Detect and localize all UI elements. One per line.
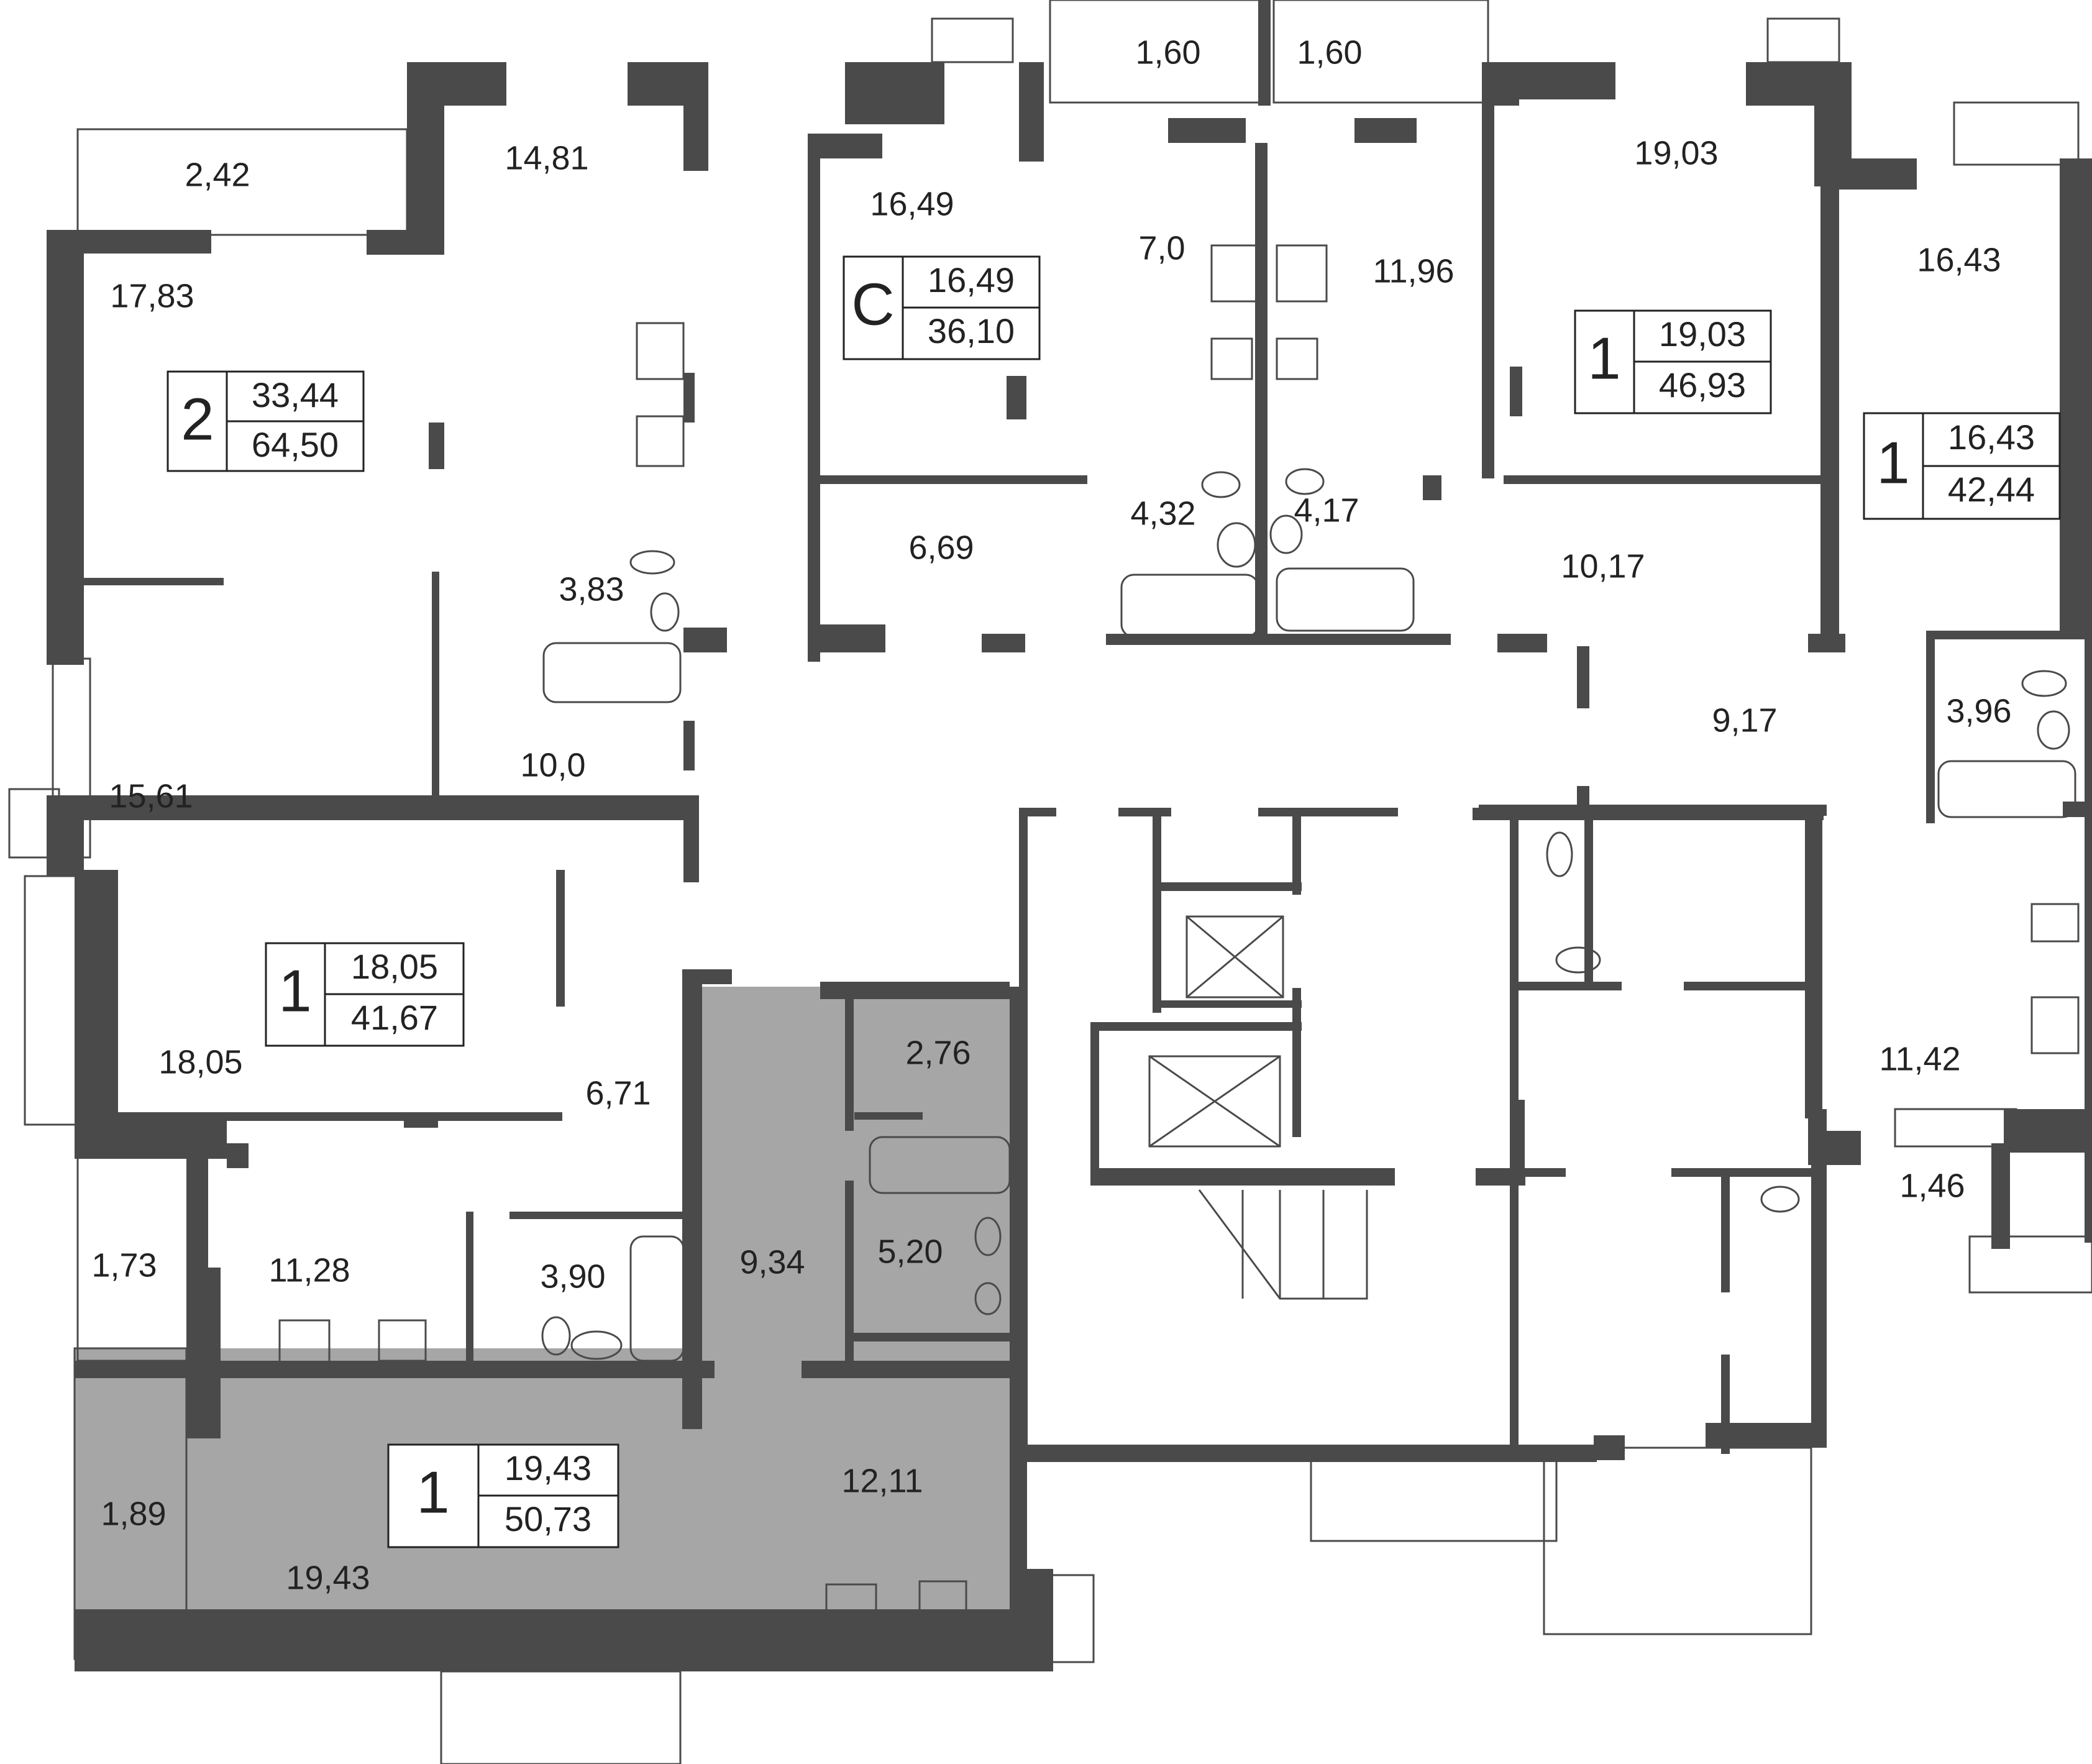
label-room-19-03: 19,03 <box>1634 134 1718 171</box>
apartment-total-area: 41,67 <box>351 998 438 1037</box>
label-hall-6-69: 6,69 <box>908 529 974 566</box>
bathroom-fixtures <box>278 244 2080 1626</box>
label-room-18-05: 18,05 <box>158 1043 242 1081</box>
label-balcony-2-42: 2,42 <box>185 156 250 193</box>
label-balcony-1-89: 1,89 <box>101 1495 166 1532</box>
label-bath-4-32: 4,32 <box>1130 495 1195 532</box>
label-kitchen-7-0: 7,0 <box>1138 229 1185 267</box>
apartment-living-area: 18,05 <box>351 947 438 986</box>
label-balcony-1-60-left: 1,60 <box>1135 34 1200 71</box>
apartment-tag-1-19-03[interactable]: 1 19,03 46,93 <box>1574 309 1772 414</box>
apartment-living-area: 16,49 <box>928 260 1015 299</box>
apartment-total-area: 46,93 <box>1659 365 1746 404</box>
apartment-rooms: С <box>851 271 894 337</box>
apartment-living-area: 19,03 <box>1659 314 1746 354</box>
label-storage-2-76: 2,76 <box>905 1034 971 1071</box>
apartment-total-area: 36,10 <box>928 311 1015 350</box>
apartment-total-area: 64,50 <box>252 425 339 464</box>
label-room-16-49: 16,49 <box>870 185 954 222</box>
label-hall-9-34: 9,34 <box>739 1243 805 1281</box>
label-hall-10-0: 10,0 <box>520 746 585 784</box>
label-kitchen-11-42: 11,42 <box>1879 1040 1960 1077</box>
apartment-total-area: 42,44 <box>1948 470 2035 509</box>
label-kitchen-12-11: 12,11 <box>841 1462 923 1499</box>
room-area-labels: 1,60 1,60 2,42 14,81 17,83 15,61 10,0 3,… <box>91 34 2011 1596</box>
apartment-total-area: 50,73 <box>505 1499 592 1538</box>
walls <box>47 0 2092 1671</box>
label-hall-6-71: 6,71 <box>585 1074 651 1112</box>
apartment-living-area: 19,43 <box>505 1448 592 1488</box>
label-balcony-1-60-right: 1,60 <box>1297 34 1362 71</box>
balcony-outlines <box>8 0 2092 1764</box>
label-room-16-43: 16,43 <box>1917 241 2001 278</box>
label-hall-10-17: 10,17 <box>1561 547 1645 585</box>
apartment-rooms: 1 <box>1876 429 1909 496</box>
apartment-rooms: 2 <box>181 386 214 452</box>
label-bath-5-20: 5,20 <box>877 1233 943 1270</box>
apartment-tag-studio[interactable]: С 16,49 36,10 <box>843 255 1041 360</box>
apartment-living-area: 33,44 <box>252 375 339 414</box>
label-room-15-61: 15,61 <box>109 777 193 815</box>
label-kitchen-11-28: 11,28 <box>268 1251 350 1289</box>
label-bath-3-90: 3,90 <box>540 1258 605 1295</box>
label-room-19-43: 19,43 <box>286 1559 370 1596</box>
apartment-rooms: 1 <box>1587 325 1620 391</box>
label-room-17-83: 17,83 <box>110 277 194 314</box>
label-bath-4-17: 4,17 <box>1294 491 1359 529</box>
label-bath-3-96: 3,96 <box>1946 692 2011 729</box>
label-bath-3-83: 3,83 <box>559 570 624 608</box>
apartment-tag-1-16-43[interactable]: 1 16,43 42,44 <box>1863 412 2061 520</box>
label-room-11-96: 11,96 <box>1373 252 1454 290</box>
apartment-rooms: 1 <box>278 957 311 1024</box>
apartment-rooms: 1 <box>416 1459 449 1525</box>
label-balcony-1-46: 1,46 <box>1899 1167 1965 1204</box>
apartment-tag-1-selected[interactable]: 1 19,43 50,73 <box>387 1443 619 1548</box>
apartment-tag-1-18-05[interactable]: 1 18,05 41,67 <box>265 942 465 1047</box>
label-hall-9-17: 9,17 <box>1712 701 1777 739</box>
label-room-14-81: 14,81 <box>505 139 588 176</box>
label-balcony-1-73: 1,73 <box>91 1246 157 1284</box>
apartment-living-area: 16,43 <box>1948 418 2035 457</box>
apartment-tag-2[interactable]: 2 33,44 64,50 <box>167 370 365 472</box>
